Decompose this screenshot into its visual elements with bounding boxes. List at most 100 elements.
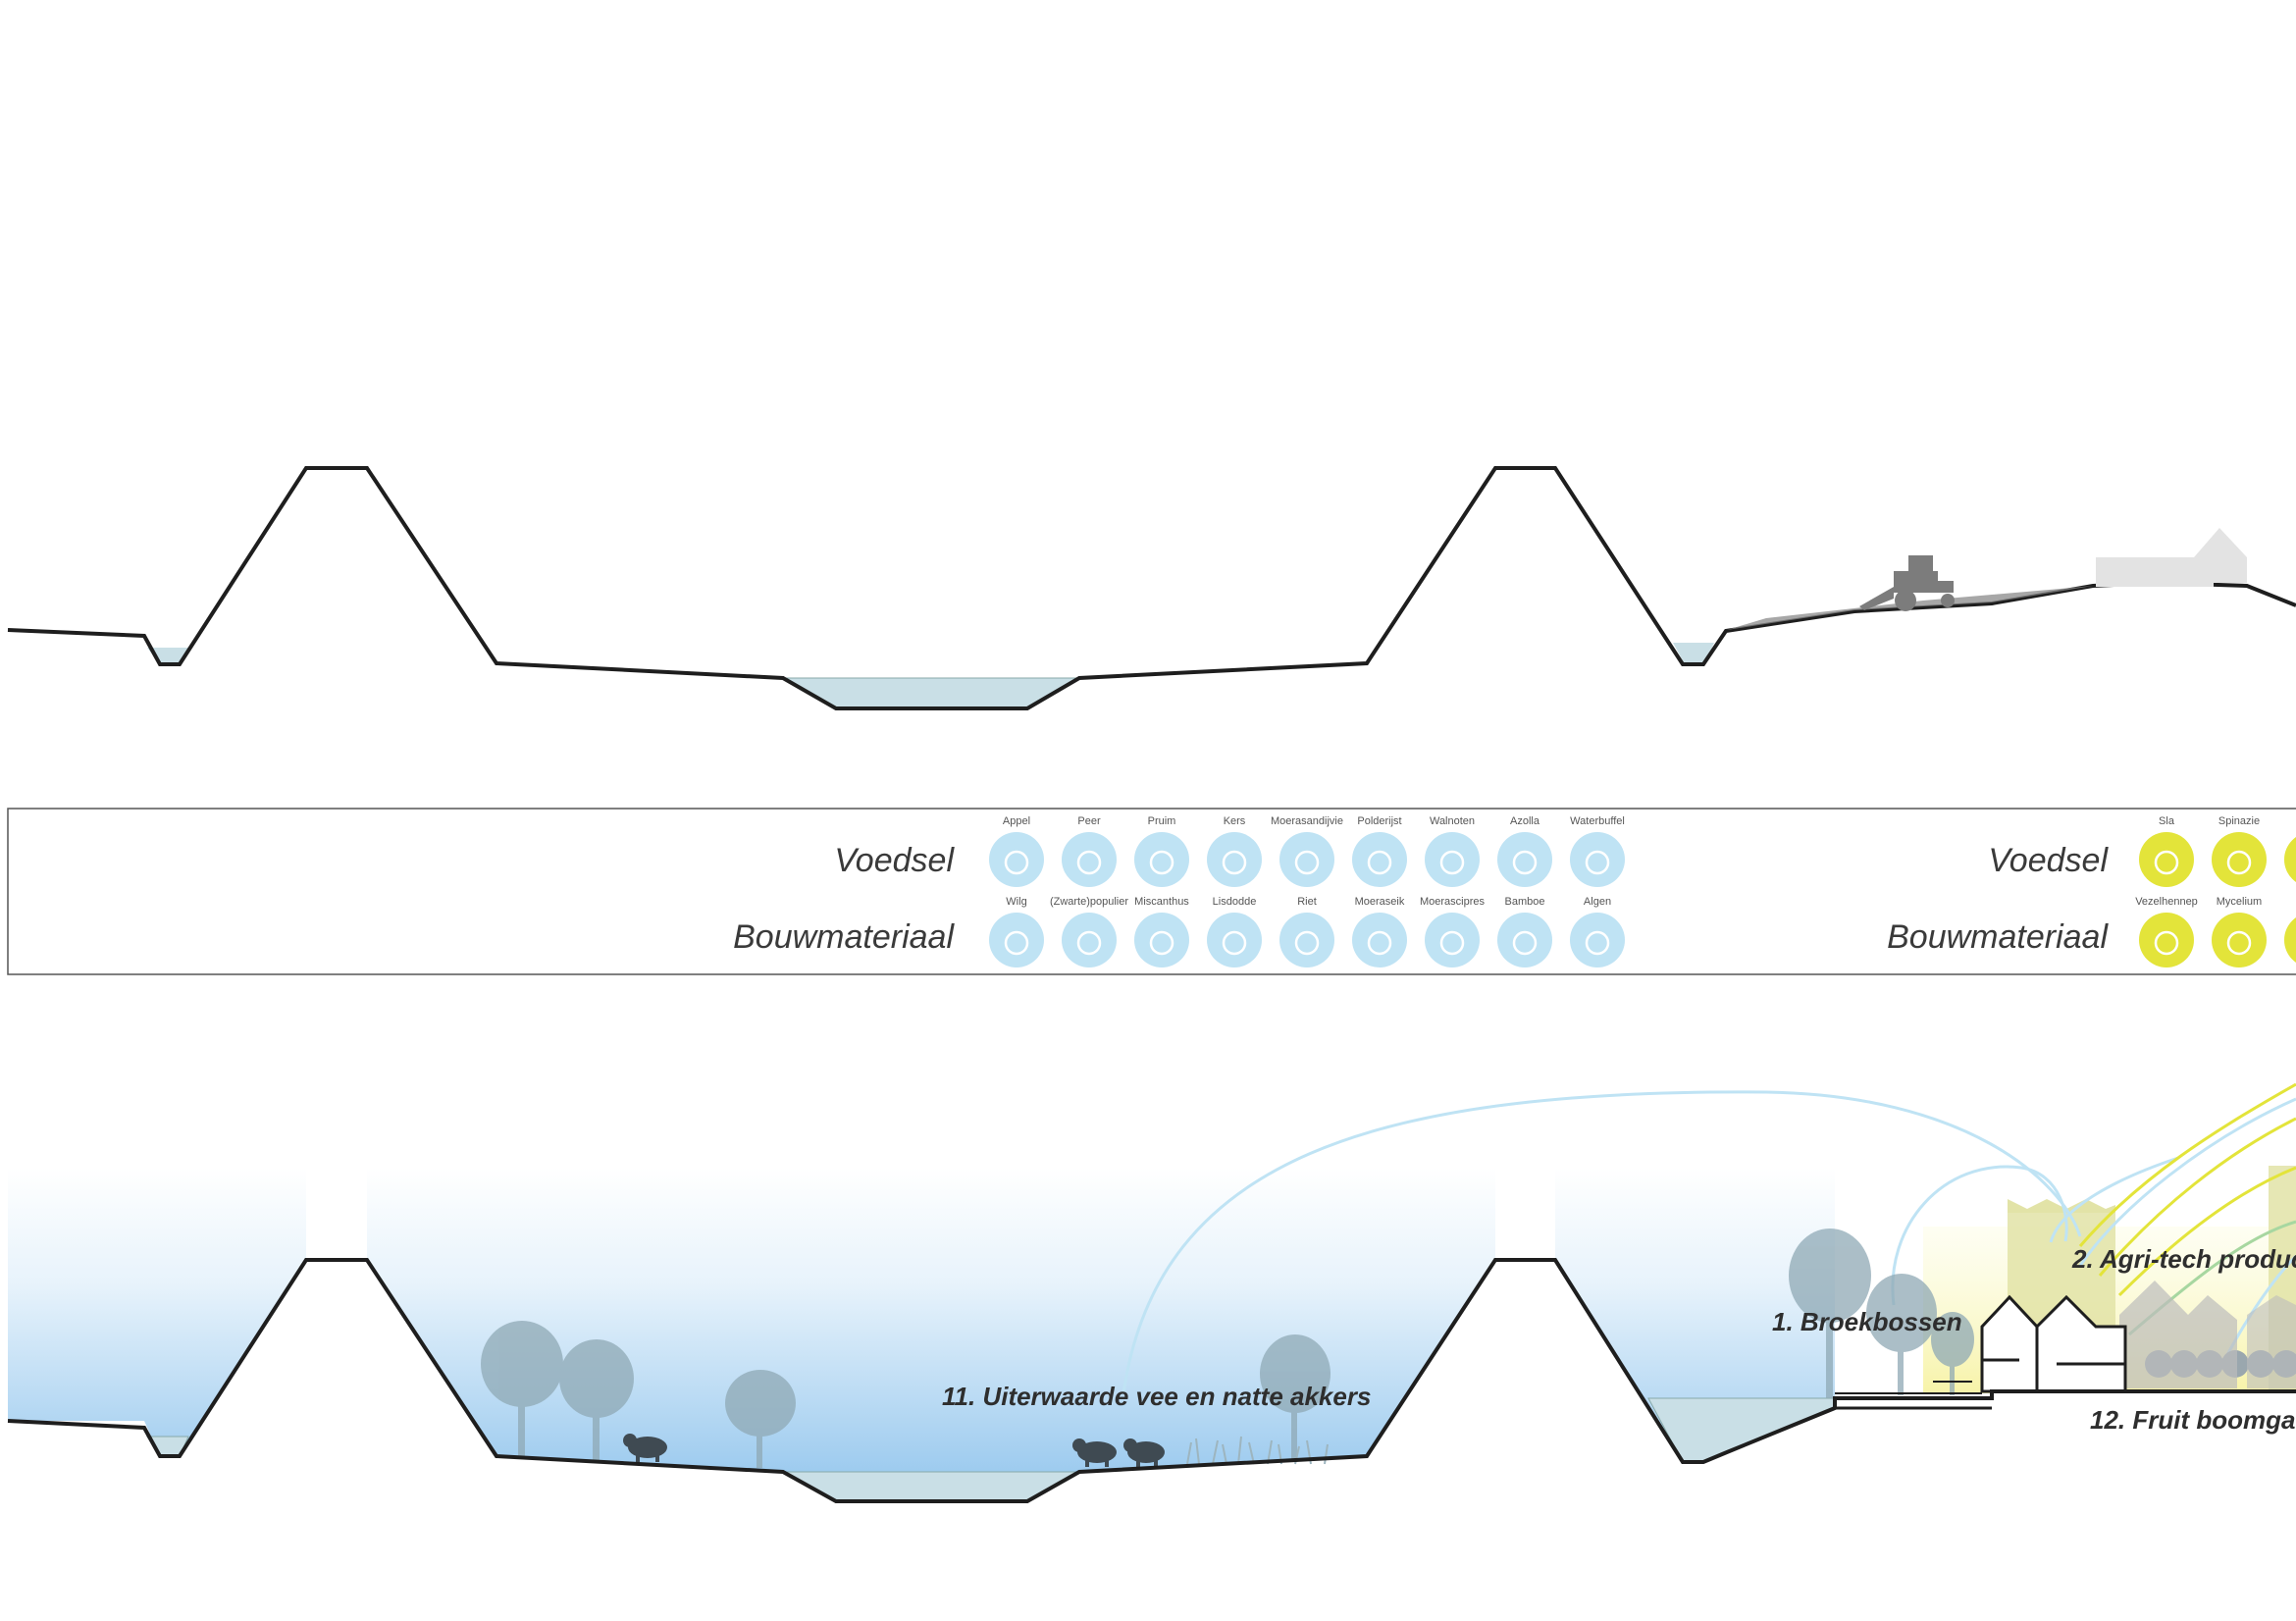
tree-icon <box>1866 1274 1937 1395</box>
fruit-icon <box>1207 913 1262 967</box>
legend-item-label: Sla <box>2159 815 2175 827</box>
fruit-icon <box>1570 913 1625 967</box>
fruit-icon <box>1207 832 1262 887</box>
fruit-icon-glyph <box>1367 930 1392 956</box>
fruit-icon <box>1062 832 1117 887</box>
fruit-icon-glyph <box>1222 930 1247 956</box>
zone-label-agritech: 2. Agri-tech produc <box>2071 1244 2296 1274</box>
bottom-section: 11. Uiterwaarde vee en natte akkers 1. B… <box>7 1082 2296 1503</box>
fruit-icon-glyph <box>1585 850 1610 875</box>
legend-item-label: Algen <box>1584 896 1611 908</box>
legend-item-label: Vezelhennep <box>2135 896 2198 908</box>
legend-item-label: Pruim <box>1148 815 1176 827</box>
fruit-icon-glyph <box>1149 850 1174 875</box>
fruit-icon-glyph <box>1512 850 1538 875</box>
legend-item-label: Mycelium <box>2217 896 2262 908</box>
fruit-icon <box>1062 913 1117 967</box>
legend-item: Polderijst <box>1352 815 1407 887</box>
fruit-icon <box>1497 832 1552 887</box>
fruit-icon-glyph <box>1222 850 1247 875</box>
legend-item: Kers <box>1207 815 1262 887</box>
food-label-left: Voedsel <box>834 842 955 879</box>
fruit-icon <box>1352 913 1407 967</box>
fruit-icon-glyph <box>1585 930 1610 956</box>
legend-item: Moerasandijvie <box>1271 815 1343 887</box>
legend-item: Moeraseik <box>1352 896 1407 967</box>
legend-item-label: Lisdodde <box>1213 896 1257 908</box>
farm-building <box>2096 528 2247 587</box>
reeds <box>1186 1436 1329 1465</box>
legend-item-label: Azolla <box>1510 815 1540 827</box>
fruit-icon-glyph <box>1439 850 1465 875</box>
leaf-icon <box>2284 837 2296 882</box>
legend-item: Wilg <box>989 896 1044 967</box>
tree-icon <box>481 1321 563 1458</box>
terrain-profile-top <box>7 466 2296 710</box>
fruit-icon <box>1497 913 1552 967</box>
legend-item: Appel <box>989 815 1044 887</box>
legend-item: Pruim <box>1134 815 1189 887</box>
fruit-icon-glyph <box>1149 930 1174 956</box>
leaf-icon-glyph <box>2154 930 2179 956</box>
blue-food-icons: Appel Peer Pruim Kers Moerasandijvie Polderij… <box>989 815 1625 887</box>
legend-item: (Zwarte)populier <box>1050 896 1128 967</box>
field-shade <box>1727 586 2093 630</box>
tree-icon <box>1260 1334 1331 1460</box>
buffalo-icon <box>1072 1438 1165 1467</box>
leaf-icon-glyph <box>2154 850 2179 875</box>
legend-item: Algen <box>1570 896 1625 967</box>
legend-item: B <box>2284 837 2296 882</box>
legend-item: Mycelium <box>2212 896 2267 967</box>
leaf-icon <box>2139 913 2194 967</box>
legend-item-label: Moeraseik <box>1355 896 1405 908</box>
legend-item-label: Appel <box>1003 815 1030 827</box>
zone-label-fruit: 12. Fruit boomga <box>2090 1405 2295 1435</box>
leaf-icon-glyph <box>2226 930 2252 956</box>
fruit-icon <box>1425 913 1480 967</box>
zone-label-uiterwaarde: 11. Uiterwaarde vee en natte akkers <box>942 1382 1371 1411</box>
legend-item-label: Kers <box>1224 815 1246 827</box>
tree-icon <box>1789 1229 1871 1398</box>
leaf-icon <box>2212 913 2267 967</box>
yellow-material-icons: Vezelhennep Mycelium (So <box>2135 896 2296 967</box>
fruit-icon <box>1134 832 1189 887</box>
legend-item: Bamboe <box>1497 896 1552 967</box>
fruit-icon-glyph <box>1004 850 1029 875</box>
legend-item-label: Polderijst <box>1357 815 1401 827</box>
fruit-icon-glyph <box>1076 850 1102 875</box>
legend-item: Vezelhennep <box>2135 896 2198 967</box>
material-label-right: Bouwmateriaal <box>1887 918 2109 956</box>
ditch-water-right <box>1673 643 1714 664</box>
legend-item-label: Riet <box>1297 896 1317 908</box>
fruit-icon-glyph <box>1294 850 1320 875</box>
fruit-icon-glyph <box>1512 930 1538 956</box>
fruit-icon-glyph <box>1294 930 1320 956</box>
yellow-food-icons: Sla Spinazie B <box>2139 815 2296 887</box>
leaf-icon <box>2284 917 2296 963</box>
legend-item-label: Walnoten <box>1430 815 1475 827</box>
legend-item: Spinazie <box>2212 815 2267 887</box>
fruit-icon <box>1352 832 1407 887</box>
leaf-icon <box>2212 832 2267 887</box>
leaf-icon <box>2139 832 2194 887</box>
legend-item: Riet <box>1279 896 1334 967</box>
fruit-icon <box>1425 832 1480 887</box>
legend-item-label: Miscanthus <box>1134 896 1189 908</box>
legend-item: Sla <box>2139 815 2194 887</box>
fruit-icon <box>1570 832 1625 887</box>
leaf-icon-glyph <box>2226 850 2252 875</box>
legend-item: (So <box>2284 917 2296 963</box>
zone-label-broekbossen: 1. Broekbossen <box>1772 1307 1962 1336</box>
fruit-icon-glyph <box>1076 930 1102 956</box>
tree-icon <box>1931 1312 1974 1395</box>
tree-icon <box>559 1339 634 1462</box>
legend-item-label: Moerasandijvie <box>1271 815 1343 827</box>
fruit-icon-glyph <box>1439 930 1465 956</box>
legend-item: Waterbuffel <box>1570 815 1625 887</box>
fruit-icon <box>1134 913 1189 967</box>
legend-item: Peer <box>1062 815 1117 887</box>
blue-material-icons: Wilg(Zwarte)populier Miscanthus Lisdodde Ri… <box>989 896 1625 967</box>
legend-item-label: Moerascipres <box>1420 896 1486 908</box>
top-section <box>7 466 2296 710</box>
